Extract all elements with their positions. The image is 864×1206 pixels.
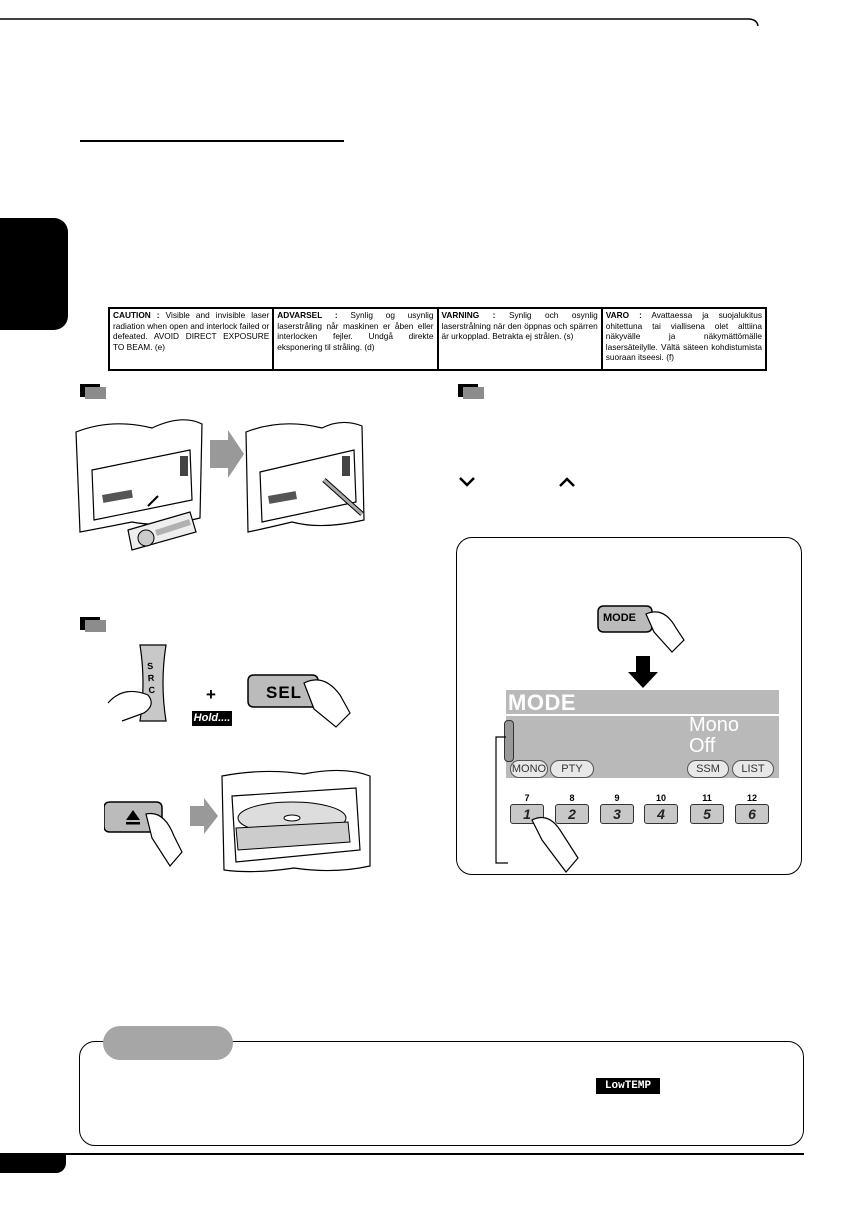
bracket-line [495, 736, 508, 864]
soft-key-list: LIST [732, 760, 774, 778]
mode-operation-panel [456, 537, 802, 875]
lcd-divider [506, 714, 779, 716]
lowtemp-indicator: LowTEMP [596, 1078, 660, 1094]
plus-sign: + [206, 685, 216, 704]
language-side-tab [0, 218, 68, 330]
mode-press-illustration [597, 605, 685, 688]
hold-badge: Hold.... [192, 711, 232, 726]
warning-english: CAUTION : Visible and invisible laser ra… [110, 309, 275, 369]
warning-swedish: VARNING : Synlig och osynlig laserstråln… [439, 309, 603, 369]
warning-danish: ADVARSEL : Synlig og usynlig laserstråli… [274, 309, 439, 369]
chevron-up-icon [559, 477, 575, 487]
note-box [79, 1041, 804, 1146]
preset-number-10: 10 [655, 793, 666, 803]
mode-button-label: MODE [603, 612, 636, 624]
preset-number-12: 12 [746, 793, 757, 803]
preset-button-2: 2 [555, 804, 589, 824]
preset-button-4: 4 [644, 804, 678, 824]
step-marker-2 [458, 384, 484, 399]
detach-panel-illustration [75, 419, 365, 551]
preset-button-3: 3 [600, 804, 634, 824]
soft-key-pty: PTY [550, 760, 594, 778]
src-sel-illustration [107, 644, 351, 728]
preset-number-7: 7 [524, 793, 530, 803]
finger-press-illustration [531, 817, 579, 873]
note-tab [103, 1026, 233, 1060]
page-top-curve [0, 18, 759, 26]
chevron-down-icon [459, 477, 475, 487]
sel-button-label: SEL [266, 683, 303, 702]
preset-button-6: 6 [735, 804, 769, 824]
step-marker-3 [80, 617, 106, 632]
preset-button-5: 5 [690, 804, 724, 824]
step-marker-1 [80, 384, 106, 399]
lcd-line-off: Off [689, 735, 716, 757]
soft-key-ssm: SSM [687, 760, 729, 778]
soft-key-mono: MONO [510, 760, 548, 778]
page-number-tab [0, 1153, 66, 1173]
lcd-mode-title: MODE [508, 690, 576, 715]
preset-number-9: 9 [614, 793, 620, 803]
lcd-line-mono: Mono [689, 714, 740, 736]
heading-underline [80, 140, 344, 142]
laser-warning-label: CAUTION : Visible and invisible laser ra… [108, 307, 767, 371]
bottom-rule [66, 1153, 804, 1155]
preset-number-8: 8 [569, 793, 575, 803]
lcd-scroll-indicator [504, 720, 514, 762]
eject-cd-illustration [104, 769, 371, 873]
preset-number-11: 11 [702, 793, 712, 803]
warning-finnish: VARO : Avattaessa ja suojalukitus ohitet… [605, 310, 762, 363]
